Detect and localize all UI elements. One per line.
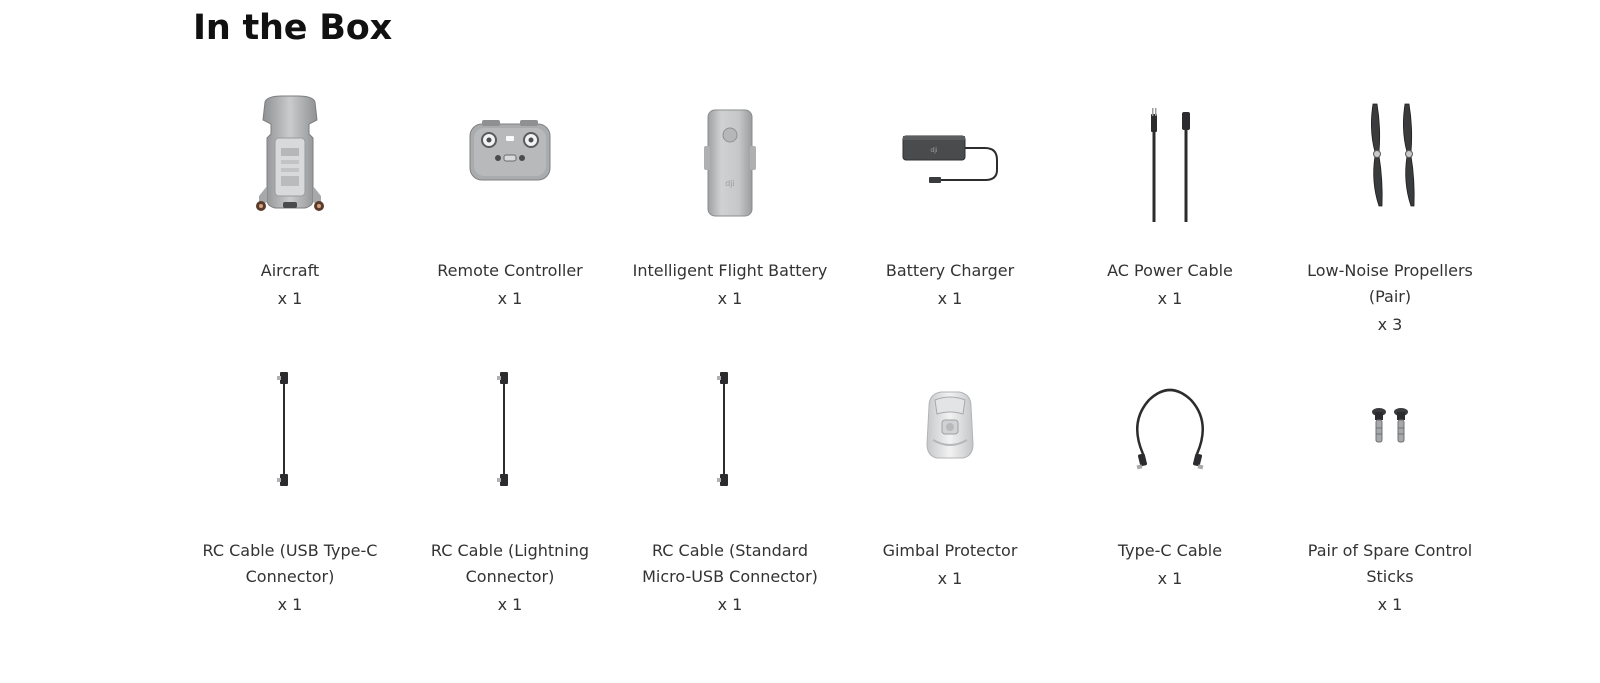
item-quantity: x 1 [1157,569,1183,588]
item-quantity: x 1 [717,595,743,614]
box-item-gimbal-protector: Gimbal Protector x 1 [847,370,1053,590]
type-c-cable-icon [1136,388,1204,470]
item-name: Low-Noise Propellers (Pair) [1307,261,1473,306]
propellers-icon [1371,103,1415,207]
item-name: Aircraft [260,261,320,280]
box-item-spare-control-sticks: Pair of Spare Control Sticks x 1 [1287,370,1493,616]
remote-controller-icon [469,120,551,181]
item-name: Remote Controller [437,261,583,280]
box-item-rc-cable-lightning: RC Cable (Lightning Connector) x 1 [407,370,613,616]
control-sticks-icon [1372,408,1408,443]
item-quantity: x 1 [497,289,523,308]
item-quantity: x 1 [937,289,963,308]
item-quantity: x 1 [717,289,743,308]
item-name: RC Cable (USB Type-C Connector) [202,541,378,586]
box-item-propellers: Low-Noise Propellers (Pair) x 3 [1287,90,1493,336]
ac-power-cable-icon [1151,108,1190,222]
item-name: Battery Charger [885,261,1015,280]
rc-cable-lightning-icon [497,372,508,486]
box-item-flight-battery: dji Intelligent Flight Battery x 1 [627,90,833,310]
rc-cable-usb-c-icon [277,372,288,486]
box-item-type-c-cable: Type-C Cable x 1 [1067,370,1273,590]
section-title: In the Box [193,8,392,48]
item-name: Gimbal Protector [882,541,1018,560]
item-name: Intelligent Flight Battery [632,261,828,280]
box-item-rc-cable-micro-usb: RC Cable (Standard Micro-USB Connector) … [627,370,833,616]
box-item-battery-charger: dji Battery Charger x 1 [847,90,1053,310]
item-name: Type-C Cable [1117,541,1223,560]
svg-text:dji: dji [930,147,937,154]
item-quantity: x 1 [937,569,963,588]
item-name: Pair of Spare Control Sticks [1307,541,1473,586]
item-quantity: x 1 [277,289,303,308]
battery-charger-icon: dji [902,135,998,183]
rc-cable-micro-usb-icon [717,372,728,486]
gimbal-protector-icon [926,391,974,459]
svg-text:dji: dji [725,179,735,188]
item-name: RC Cable (Lightning Connector) [430,541,590,586]
item-name: RC Cable (Standard Micro-USB Connector) [642,541,818,586]
box-item-aircraft: Aircraft x 1 [187,90,393,310]
item-name: AC Power Cable [1107,261,1233,280]
box-item-ac-power-cable: AC Power Cable x 1 [1067,90,1273,310]
item-quantity: x 1 [277,595,303,614]
box-item-remote-controller: Remote Controller x 1 [407,90,613,310]
item-quantity: x 3 [1377,315,1403,334]
flight-battery-icon: dji [704,109,756,217]
drone-aircraft-icon [256,95,324,211]
item-quantity: x 1 [497,595,523,614]
item-quantity: x 1 [1377,595,1403,614]
box-item-rc-cable-usb-c: RC Cable (USB Type-C Connector) x 1 [187,370,393,616]
item-quantity: x 1 [1157,289,1183,308]
